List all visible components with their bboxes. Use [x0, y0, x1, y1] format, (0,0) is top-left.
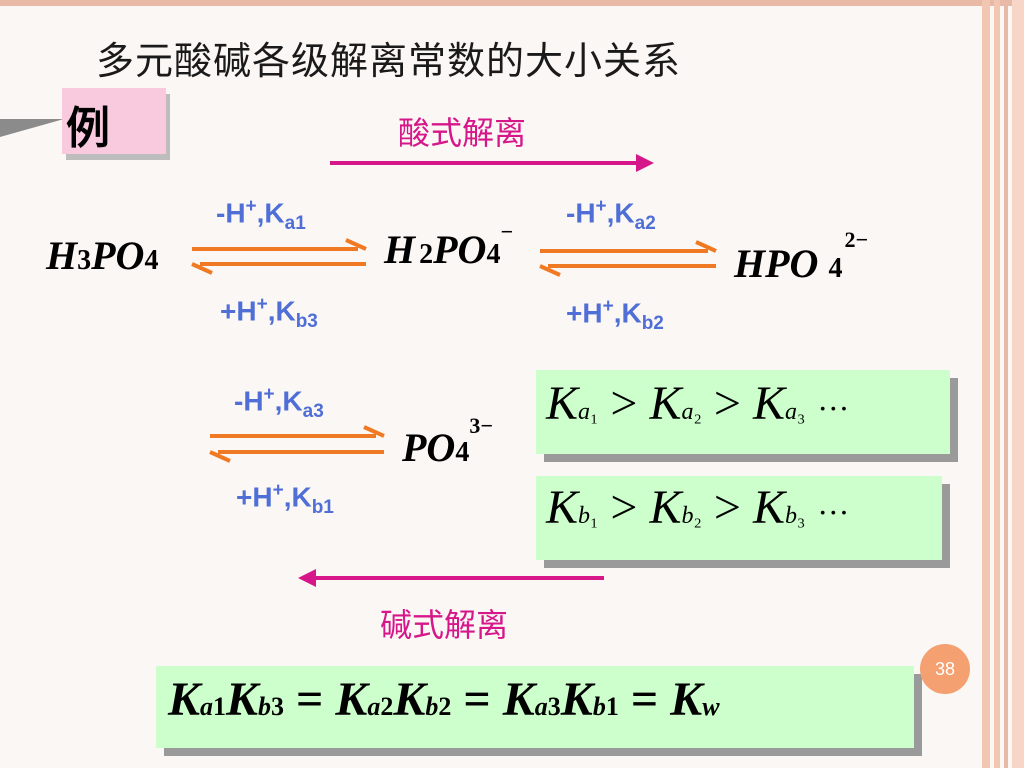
step3-forward-label: -H+,Ka3: [234, 384, 324, 422]
equilibrium-arrow-2: [539, 240, 717, 277]
species-po4: PO43−: [402, 412, 493, 470]
top-border: [0, 0, 1024, 6]
right-stripe-2: [994, 0, 1000, 768]
step1-reverse-label: +H+,Kb3: [220, 294, 318, 332]
equilibrium-arrow-1: [191, 238, 367, 275]
base-order-formula: Kb₁ > Kb₂ > Kb₃ ···: [546, 481, 850, 534]
right-stripe-1: [982, 0, 990, 768]
right-stripe-3: [1004, 0, 1008, 768]
equilibrium-arrow-3: [209, 425, 385, 463]
product-relation-box: [156, 666, 914, 748]
base-direction-arrow: [298, 569, 604, 587]
page-number-badge: 38: [920, 644, 970, 694]
step1-forward-label: -H+,Ka1: [216, 196, 306, 234]
base-dissociation-label: 碱式解离: [380, 606, 509, 644]
slide-title: 多元酸碱各级解离常数的大小关系: [96, 39, 682, 83]
step2-reverse-label: +H+,Kb2: [566, 296, 664, 334]
tab-wedge: [0, 119, 64, 137]
species-h3po4: H3PO4: [46, 233, 159, 278]
acid-order-formula: Ka₁ > Ka₂ > Ka₃ ···: [546, 377, 850, 430]
acid-dissociation-label: 酸式解离: [398, 114, 527, 152]
step3-reverse-label: +H+,Kb1: [236, 480, 334, 518]
acid-direction-arrow: [330, 154, 654, 172]
example-tab-label: 例: [66, 103, 110, 154]
base-order-box: [536, 476, 942, 560]
acid-order-box: [536, 370, 950, 454]
product-relation-formula: Ka1Kb3 = Ka2Kb2 = Ka3Kb1 = Kw: [168, 673, 720, 726]
right-stripe-4: [1012, 0, 1024, 768]
example-tab: [62, 88, 166, 154]
step2-forward-label: -H+,Ka2: [566, 196, 656, 234]
